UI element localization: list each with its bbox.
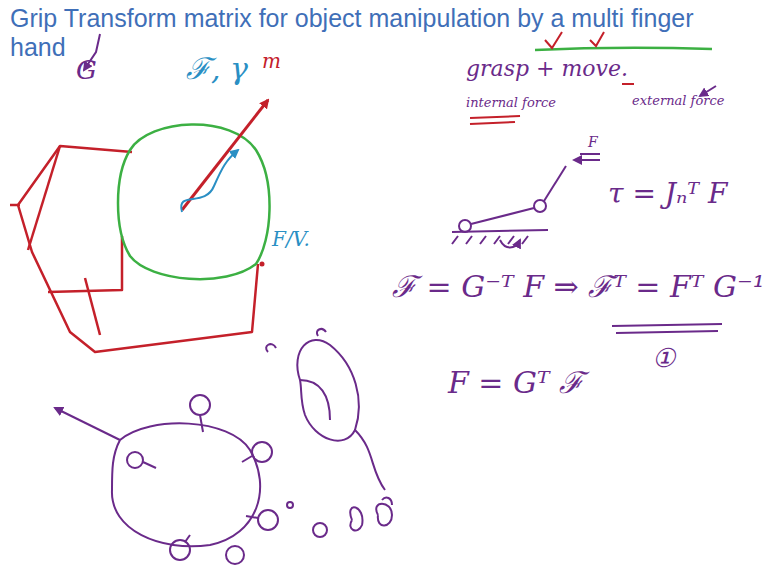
note-label: grasp + move. — [466, 56, 628, 81]
slide-title: Grip Transform matrix for object manipul… — [10, 4, 750, 62]
symbol-label: G — [76, 56, 97, 86]
equation: ℱ = G⁻ᵀ F ⇒ ℱᵀ = Fᵀ G⁻¹ — [392, 270, 765, 305]
force-label: F — [588, 134, 598, 150]
equation-number: ① — [652, 344, 675, 374]
equation: τ = Jₙᵀ F — [608, 178, 727, 210]
mass-label: m — [262, 50, 281, 73]
force-label: ℱ, γ — [186, 52, 248, 87]
note-label: F/V. — [272, 228, 310, 251]
note-label: external force — [632, 94, 724, 109]
equation: F = Gᵀ ℱ — [448, 366, 584, 401]
note-label: internal force — [466, 96, 556, 111]
